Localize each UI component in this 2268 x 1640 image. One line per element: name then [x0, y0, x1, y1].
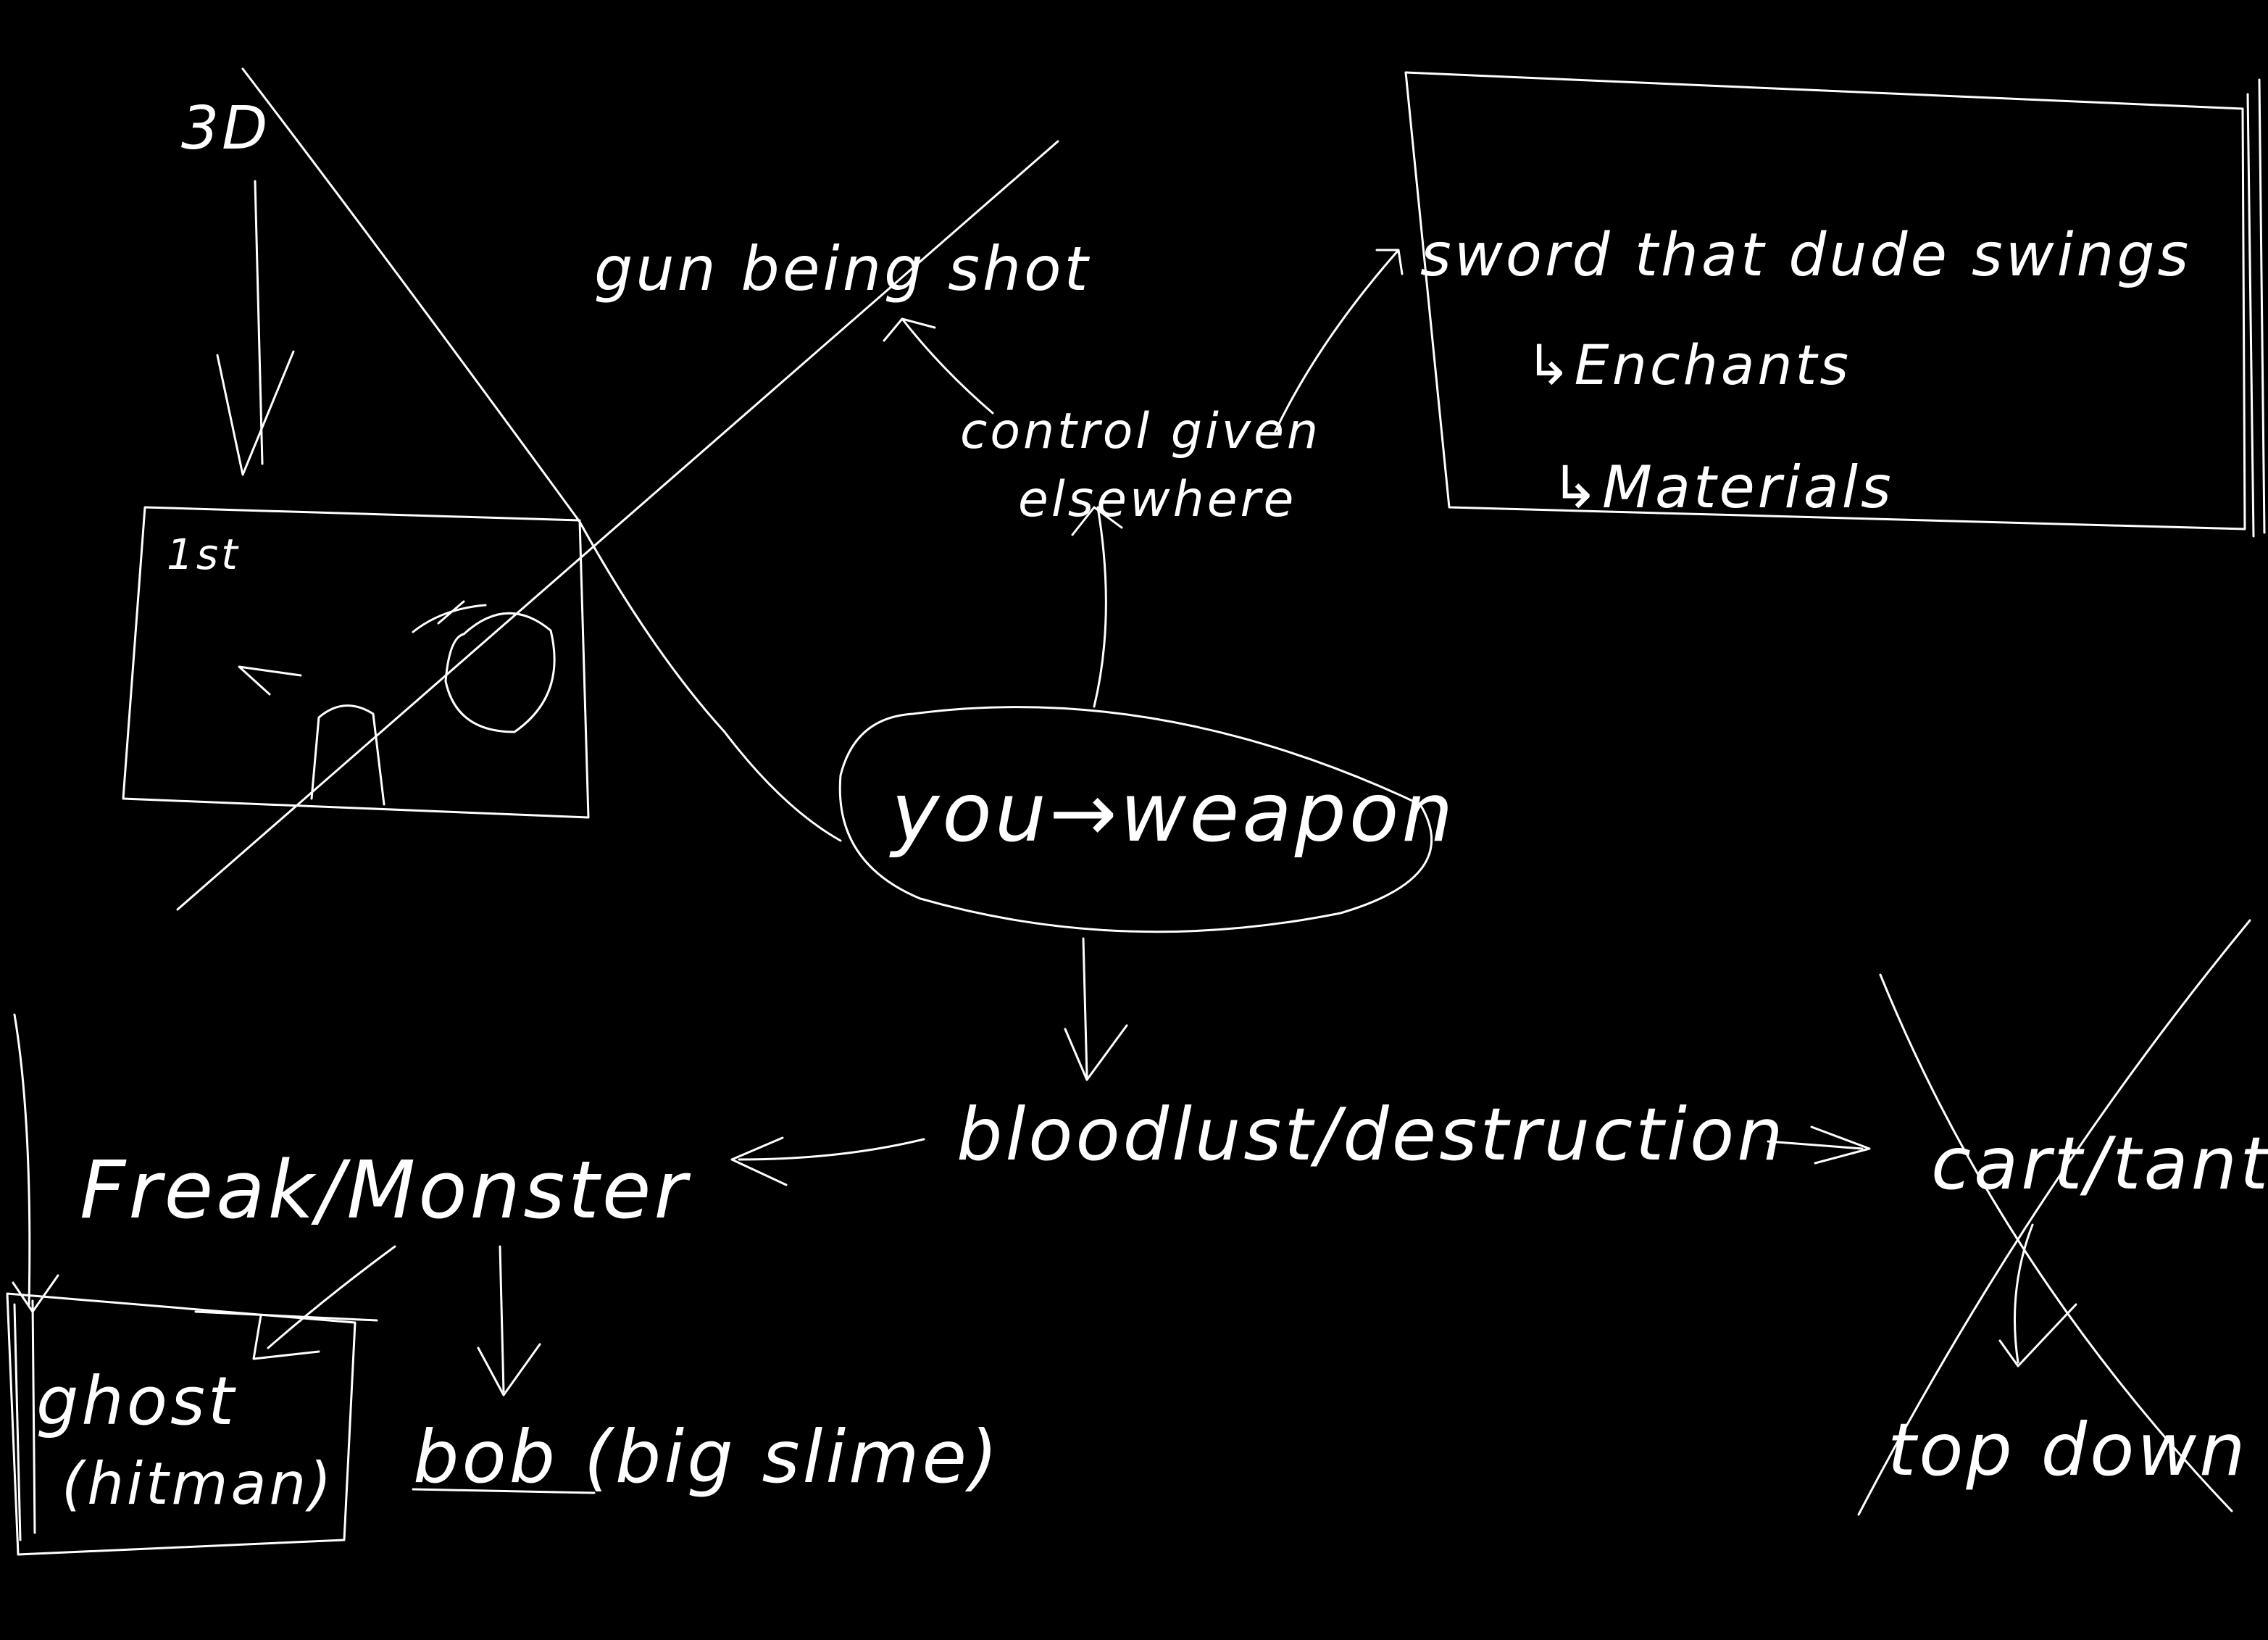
- 1st-hand-sketch: [310, 704, 385, 806]
- ghost-box-top-extra-line: [194, 1310, 378, 1322]
- sword-box-right-edge: [2246, 78, 2266, 538]
- label-bob: bob (big slime): [413, 1415, 1001, 1499]
- label-materials: ↳Materials: [1551, 454, 1894, 521]
- arrow-bloodlust-to-cart: [1767, 1125, 1871, 1165]
- bob-underline: [412, 1488, 596, 1494]
- arrow-cart-to-top-down: [1998, 1223, 2077, 1368]
- cross-out-stroke-2: [1857, 919, 2251, 1516]
- sword-box-frame: [1404, 71, 2246, 530]
- label-you-weapon: you→weapon: [889, 766, 1456, 860]
- label-gun-being-shot: gun being shot: [594, 233, 1091, 304]
- label-top-down: top down: [1888, 1407, 2248, 1492]
- 1st-target-swirl: [412, 600, 487, 633]
- curve-3d-to-you-weapon: [241, 67, 842, 842]
- label-bloodlust: bloodlust/destruction: [956, 1092, 1786, 1177]
- arrow-control-to-gun: [883, 317, 994, 415]
- ghost-box-left-double-edge: [13, 1299, 36, 1541]
- arrow-freak-to-ghost: [252, 1245, 396, 1360]
- label-control-given: control given: [960, 403, 1321, 460]
- cross-out-stroke-1: [1879, 973, 2233, 1512]
- first-person-frame: [122, 506, 590, 819]
- arrow-you-weapon-to-bloodlust: [1064, 937, 1128, 1081]
- label-enchants: ↳Enchants: [1525, 333, 1851, 397]
- label-freak-monster: Freak/Monster: [80, 1144, 691, 1236]
- sword-box: sword that dude swings ↳Enchants ↳Materi…: [1404, 71, 2266, 538]
- arrow-3d-to-1st-head: [216, 350, 295, 476]
- arrow-control-to-sword: [1274, 249, 1404, 433]
- ghost-box: ghost (hitman): [6, 1292, 378, 1556]
- label-ghost: ghost: [36, 1362, 237, 1440]
- arrow-freak-to-bob: [477, 1245, 541, 1397]
- arrow-you-weapon-to-control: [1071, 506, 1123, 708]
- label-hitman: (hitman): [62, 1450, 334, 1518]
- label-1st: 1st: [167, 530, 241, 579]
- 1st-arrow-left: [238, 665, 302, 696]
- label-3d: 3D: [181, 94, 270, 163]
- first-person-box: 1st: [122, 506, 590, 819]
- label-cart-tanti: cart/tanti: [1931, 1121, 2268, 1206]
- strike-through-gun-line: [176, 140, 1059, 911]
- label-sword: sword that dude swings: [1420, 221, 2191, 290]
- you-weapon-ellipse: [838, 706, 1433, 933]
- arrow-bloodlust-to-freak: [730, 1136, 925, 1186]
- arrow-3d-to-1st-shaft: [254, 180, 264, 465]
- label-elsewhere: elsewhere: [1018, 471, 1296, 528]
